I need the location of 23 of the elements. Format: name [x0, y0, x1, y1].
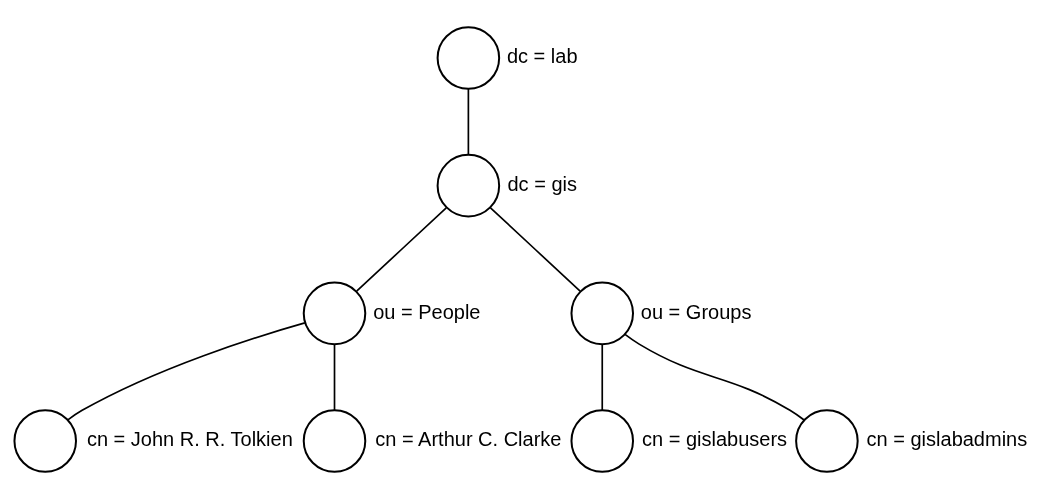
node-label: dc = lab	[506, 44, 578, 67]
node-label: ou = People	[373, 300, 481, 323]
connector	[489, 206, 581, 292]
node-circle	[570, 281, 634, 345]
node-circle	[302, 408, 367, 473]
connector	[624, 333, 805, 421]
node-label: cn = John R. R. Tolkien	[86, 427, 293, 450]
node-circle	[570, 408, 634, 473]
node-label: ou = Groups	[640, 300, 752, 323]
node-circle	[436, 153, 501, 217]
node-label: dc = gis	[507, 172, 577, 195]
node-circle	[795, 408, 859, 473]
connector	[333, 343, 336, 411]
node-label: cn = Arthur C. Clarke	[375, 427, 562, 450]
node-label: cn = gislabusers	[642, 427, 788, 450]
connector	[601, 343, 604, 411]
connector	[67, 321, 306, 421]
connector	[467, 87, 470, 156]
node-circle	[302, 281, 367, 345]
connector	[355, 206, 448, 292]
node-circle	[436, 25, 501, 90]
node-circle	[13, 408, 77, 473]
node-label: cn = gislabadmins	[866, 427, 1028, 450]
